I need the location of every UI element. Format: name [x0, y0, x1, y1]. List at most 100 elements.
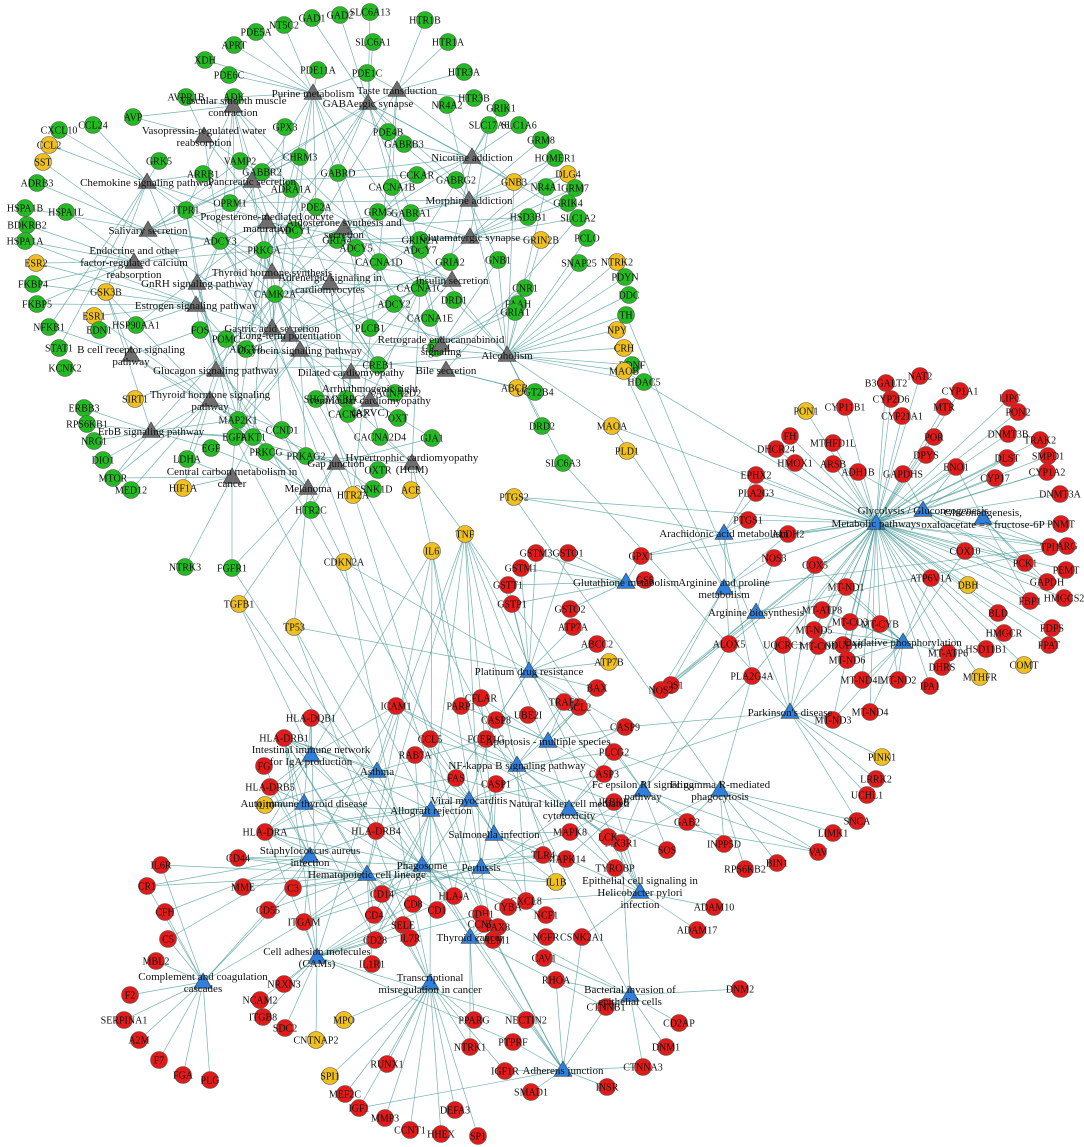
gene-node-tlr4[interactable]: TLR4: [531, 846, 555, 864]
gene-node-c5[interactable]: C5: [159, 930, 177, 948]
pathway-node-nicotine[interactable]: Nicotine addiction: [431, 147, 513, 164]
gene-node-adcy2[interactable]: ADCY2: [377, 295, 411, 313]
pathway-node-purine[interactable]: Purine metabolism: [272, 83, 355, 100]
gene-node-inpp5d[interactable]: INPP5D: [707, 835, 741, 853]
gene-node-snap25[interactable]: SNAP25: [561, 254, 597, 272]
gene-node-ugt2b4[interactable]: UGT2B4: [516, 383, 554, 401]
gene-node-prkag2[interactable]: PRKAG2: [287, 447, 326, 465]
gene-node-dlg4[interactable]: DLG4: [555, 165, 581, 183]
gene-node-nr4a1[interactable]: NR4A1: [530, 178, 562, 196]
gene-node-pemt[interactable]: PEMT: [1053, 561, 1080, 579]
gene-node-casp8[interactable]: CASP8: [481, 711, 511, 729]
gene-node-dnm1[interactable]: DNM1: [652, 1038, 680, 1056]
pathway-node-arachidonic[interactable]: Arachidonic acid metabolism: [659, 523, 789, 540]
gene-node-grin2a[interactable]: GRIN2A: [402, 231, 439, 249]
pathway-node-viral[interactable]: Viral myocarditis: [431, 790, 508, 807]
gene-node-casp1[interactable]: CASP1: [481, 775, 511, 793]
gene-node-hsd3b1[interactable]: HSD3B1: [510, 208, 547, 226]
gene-node-icam1[interactable]: ICAM1: [380, 697, 412, 715]
gene-node-hla-dra[interactable]: HLA-DRA: [243, 823, 289, 841]
gene-node-nfkb1[interactable]: NFKB1: [33, 318, 65, 336]
gene-node-ikbkb[interactable]: IKBKB: [598, 793, 630, 811]
gene-node-aldh2[interactable]: ALDH2: [772, 525, 805, 543]
pathway-node-nfkb[interactable]: NF-kappa B signaling pathway: [448, 755, 586, 772]
gene-node-sdc2[interactable]: SDC2: [273, 1019, 297, 1037]
gene-node-gabrd[interactable]: GABRD: [320, 164, 356, 182]
gene-node-casp9[interactable]: CASP9: [610, 718, 640, 736]
gene-node-ptgs1[interactable]: PTGS1: [733, 511, 763, 529]
gene-node-adra1a[interactable]: ADRA1A: [271, 180, 312, 198]
gene-node-hla-a[interactable]: HLA-A: [438, 887, 470, 905]
gene-node-fkbp5[interactable]: FKBP5: [22, 295, 52, 313]
gene-node-ccnt1[interactable]: CCNT1: [394, 1121, 426, 1139]
gene-node-spi1[interactable]: SPI1: [320, 1067, 340, 1085]
gene-node-vav[interactable]: VAV: [808, 843, 828, 861]
gene-node-grm7[interactable]: GRM7: [561, 179, 589, 197]
gene-node-fos[interactable]: FOS: [191, 321, 209, 339]
gene-node-itpr1[interactable]: ITPR1: [173, 201, 200, 219]
gene-node-mt-co3[interactable]: MT-CO3: [832, 613, 868, 631]
gene-node-adh1b[interactable]: ADH1B: [841, 463, 875, 481]
gene-node-pde2a[interactable]: PDE2A: [300, 198, 332, 216]
gene-node-mt-nd3[interactable]: MT-ND3: [815, 711, 852, 729]
gene-node-pnmt[interactable]: PNMT: [1047, 515, 1075, 533]
gene-node-cd4[interactable]: CD4: [365, 906, 384, 924]
gene-node-gstp1[interactable]: GSTP1: [497, 595, 527, 613]
pathway-node-phagosome[interactable]: Phagosome: [397, 855, 448, 872]
gene-node-avp[interactable]: AVP: [124, 108, 143, 126]
gene-node-edn1[interactable]: EDN1: [86, 321, 112, 339]
gene-node-egf[interactable]: EGF: [202, 439, 221, 457]
gene-node-hmgcr[interactable]: HMGCR: [986, 624, 1023, 642]
gene-node-cnr1[interactable]: CNR1: [512, 279, 538, 297]
gene-node-maoa[interactable]: MAOA: [597, 417, 628, 435]
gene-node-traf2[interactable]: TRAF2: [549, 693, 580, 711]
gene-node-pde11a[interactable]: PDE11A: [300, 61, 337, 79]
pathway-node-glycolysis[interactable]: Glycolysis / Gluconeogenesis: [858, 500, 989, 517]
gene-node-xdh[interactable]: XDH: [194, 51, 216, 69]
gene-node-cxcl8[interactable]: CXCL8: [510, 892, 542, 910]
gene-node-grm5[interactable]: GRM5: [364, 203, 392, 221]
gene-node-cd8[interactable]: CD8: [404, 895, 423, 913]
gene-node-fga[interactable]: FGA: [173, 1066, 194, 1084]
gene-node-gnb3[interactable]: GNB3: [501, 173, 527, 191]
gene-node-ntrk1[interactable]: NTRK1: [454, 1038, 486, 1056]
gene-node-csnk1d[interactable]: CSNK1D: [354, 480, 393, 498]
gene-node-pdyn[interactable]: PDYN: [611, 268, 639, 286]
gene-node-sp1[interactable]: SP1: [469, 1127, 487, 1145]
gene-node-ctnnb1[interactable]: CTNNB1: [587, 998, 626, 1016]
gene-node-oprm1[interactable]: OPRM1: [213, 194, 247, 212]
gene-node-gabrb3[interactable]: GABRB3: [384, 135, 424, 153]
pathway-node-apoptosis[interactable]: Apoptosis - multiple species: [486, 731, 611, 748]
gene-node-arrb1[interactable]: ARRB1: [187, 165, 219, 183]
gene-node-med12[interactable]: MED12: [115, 481, 147, 499]
pathway-node-thyroid-cancer[interactable]: Thyroid cancer: [437, 927, 504, 944]
gene-node-mt-nd4l[interactable]: MT-ND4L: [841, 671, 884, 689]
gene-node-dbh[interactable]: DBH: [957, 576, 979, 594]
gene-node-pparg[interactable]: PPARG: [458, 1011, 490, 1029]
gene-node-cacna1c[interactable]: CACNA1C: [397, 279, 444, 297]
gene-node-slc6a1[interactable]: SLC6A1: [355, 33, 391, 51]
gene-node-fbp1[interactable]: FBP1: [1019, 592, 1042, 610]
gene-node-bld[interactable]: BLD: [988, 604, 1008, 622]
gene-node-cfh[interactable]: CFH: [155, 903, 175, 921]
gene-node-cntnap2[interactable]: CNTNAP2: [293, 1031, 339, 1049]
gene-node-fdps[interactable]: FDPS: [1040, 619, 1064, 637]
gene-node-cr1[interactable]: CR1: [138, 877, 156, 895]
pathway-node-pancreatic[interactable]: Pancreatic secretion: [208, 171, 297, 188]
gene-node-cacna1b[interactable]: CACNA1B: [369, 178, 416, 196]
gene-node-gss[interactable]: GSS: [636, 571, 654, 589]
gene-node-fpat[interactable]: FPAT: [1038, 636, 1060, 654]
gene-node-rps6kb1[interactable]: RPS6KB1: [66, 415, 108, 433]
gene-node-gstm1[interactable]: GSTM1: [505, 559, 538, 577]
gene-node-por[interactable]: POR: [924, 428, 944, 446]
gene-node-ccl2[interactable]: CCL2: [37, 136, 61, 154]
pathway-node-oxphos[interactable]: Oxidative phosphorylation: [844, 632, 962, 649]
gene-node-cacna1e[interactable]: CACNA1E: [407, 309, 453, 327]
gene-node-hmgcs2[interactable]: HMGCS2: [1044, 589, 1084, 607]
gene-node-igf1r[interactable]: IGF1R: [491, 1062, 519, 1080]
pathway-node-glutathione[interactable]: Glutathione metabolism: [573, 572, 679, 589]
pathway-node-allograft[interactable]: Allograft rejection: [390, 800, 472, 817]
